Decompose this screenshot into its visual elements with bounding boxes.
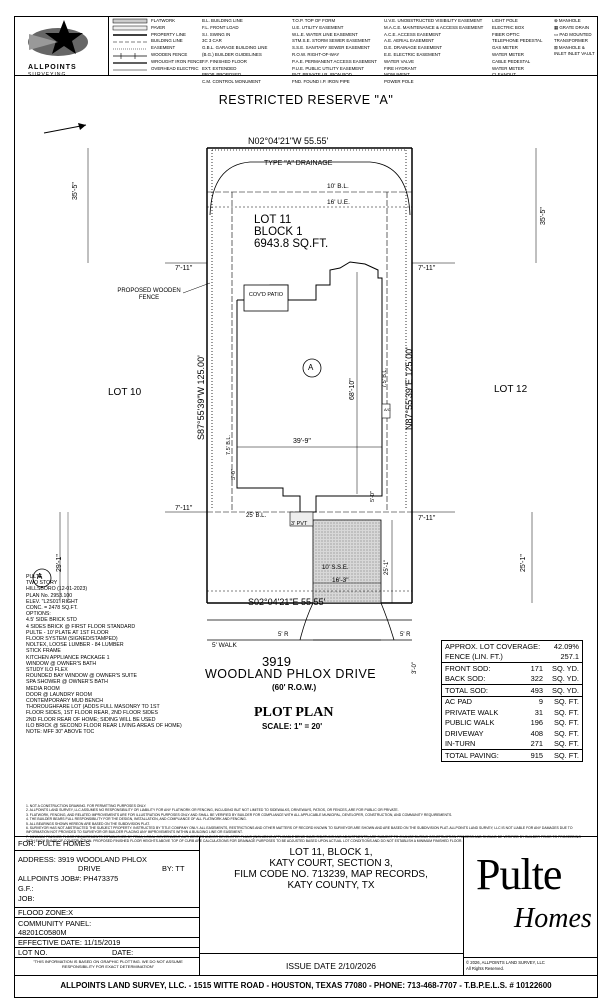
date-label: DATE: [112,948,134,957]
legend-col-6: ⊗ MANHOLE ▦ GRATE DRAIN ▭ PAD MOUNTED TR… [554,18,596,58]
dim-25-1-right: 25'-1" [520,554,527,572]
walk-label: 5' WALK [212,642,237,649]
table-row: APPROX. LOT COVERAGE:42.09% [445,641,579,651]
east-bearing: N87°55'39"E 125.00' [404,347,414,430]
dim-16-3: 16'-3" [332,577,349,584]
rights: All Rights Reserved. [466,966,504,971]
copyright: © 2026, ALLPOINTS LAND SURVEY, LLC [466,960,545,965]
dim-68-10: 68'-10" [349,378,356,400]
bl-10-label: 10' B.L. [327,183,349,190]
coverage-summary-table: APPROX. LOT COVERAGE:42.09% FENCE (LIN. … [441,640,583,762]
lot-no-label: LOT NO. [18,948,48,957]
dim-29-1: 29'-1" [56,554,63,572]
scale-label: SCALE: 1" = 20' [262,722,323,731]
lot-10-label: LOT 10 [108,387,142,398]
address-label: ADDRESS: 3919 WOODLAND PHLOX [18,855,147,864]
logo-text: ALLPOINTS SURVEYING [28,64,77,78]
dim-35-5-left: 35'-5" [72,182,79,200]
manhole-icon: ⊗ MANHOLE [554,18,581,23]
dim-25-1-mid: 25'-1" [384,559,390,575]
table-row: FENCE (LIN. FT.)257.1 [445,652,579,662]
restricted-reserve-label: RESTRICTED RESERVE "A" [218,93,394,107]
community-panel-label: COMMUNITY PANEL: [18,919,92,928]
pulte-homes-logo: Homes [514,903,592,934]
dim-7-11-br: 7'-11" [418,515,436,522]
radius-left: 5' R [278,632,289,638]
dim-39-9: 39'-9" [293,438,311,445]
grate-drain-icon: ▦ GRATE DRAIN [554,24,590,30]
bl-25-label: 25' B.L. [246,513,267,519]
dim-7-11-tl: 7'-11" [175,265,193,272]
south-bearing: S02°04'21"E 55.55' [248,597,326,607]
right-of-way: (60' R.O.W.) [272,683,317,692]
dim-5-0-drive: 5'-0" [370,491,376,502]
notes-marker-a: A [37,572,43,581]
flood-zone: FLOOD ZONE:X [18,908,74,917]
by-label: BY: TT [162,864,185,873]
street-name: WOODLAND PHLOX DRIVE [205,667,377,681]
ue-16-label: 16' U.E. [327,199,350,206]
dim-3-0: 3'-0" [412,662,418,674]
flood-disclaimer: "THIS INFORMATION IS BASED ON GRAPHIC PL… [33,959,183,969]
gf-label: G.F.: [18,884,34,893]
pulte-brand-logo: Pulte [476,850,562,899]
dim-7-11-bl: 7'-11" [175,505,193,512]
north-arrow-icon [43,123,87,134]
north-bearing: N02°04'21"W 55.55' [248,136,329,146]
transformer-icon: ▭ PAD MOUNTED TRANSFORMER [554,31,592,44]
job-number: ALLPOINTS JOB#: PH473375 [18,874,119,883]
radius-right: 5' R [400,632,411,638]
star-logo-icon [28,20,88,56]
inlet-icon: ⊠ MANHOLE & INLET INLET VAULT [554,44,595,57]
legend-line-samples [112,18,148,71]
community-panel: 48201C0580M [18,928,67,937]
dim-5-0-left: 5'-0" [231,469,237,480]
effective-date: EFFECTIVE DATE: 11/15/2019 [18,938,121,947]
for-label: FOR: PULTE HOMES [18,839,91,848]
pvt-walk-label: 3' PVT [291,521,308,527]
house-marker-a: A [308,363,314,372]
address-line2: DRIVE [78,864,101,873]
job-label: JOB: [18,894,35,903]
dim-7-11-tr: 7'-11" [418,265,436,272]
lot-12-label: LOT 12 [494,384,528,395]
title-block: FOR: PULTE HOMES ADDRESS: 3919 WOODLAND … [14,836,598,998]
dim-7-5-left: 7.5' B.L. [226,434,232,455]
legal-description: LOT 11, BLOCK 1,KATY COURT, SECTION 3,FI… [234,847,428,891]
issue-date: ISSUE DATE 2/10/2026 [285,961,377,971]
company-footer-line: ALLPOINTS LAND SURVEY, LLC. - 1515 WITTE… [60,981,552,990]
plot-plan-drawing [32,147,537,641]
company-logo: ALLPOINTS SURVEYING [14,16,109,78]
patio-label: COV'D PATIO [248,292,284,298]
dim-7-5-right: 7.5' B.L. [382,367,388,388]
drainage-label: TYPE "A" DRAINAGE [264,160,333,167]
ac-label: A/C [384,407,391,412]
plot-plan-title: PLOT PLAN [254,705,334,720]
sse-label: 10' S.S.E. [322,565,349,571]
street-number: 3919 [262,654,291,669]
sheet-border [14,16,598,998]
west-bearing: S87°55'39"W 125.00' [196,355,206,440]
dim-35-5-right: 35'-5" [540,207,547,225]
fence-note: PROPOSED WOODEN FENCE [117,288,181,301]
